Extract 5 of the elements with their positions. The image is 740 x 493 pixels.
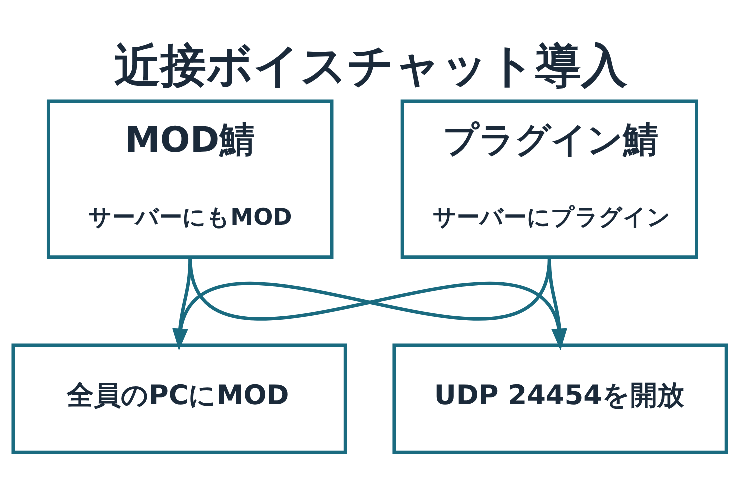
node-box: UDP 24454を開放 bbox=[392, 344, 728, 454]
diagram-title: 近接ボイスチャット導入 bbox=[114, 38, 628, 92]
node-box: プラグイン鯖 サーバーにプラグイン bbox=[400, 100, 698, 260]
node-box: MOD鯖 サーバーにもMOD bbox=[47, 100, 334, 260]
node-box: 全員のPCにMOD bbox=[12, 344, 348, 454]
